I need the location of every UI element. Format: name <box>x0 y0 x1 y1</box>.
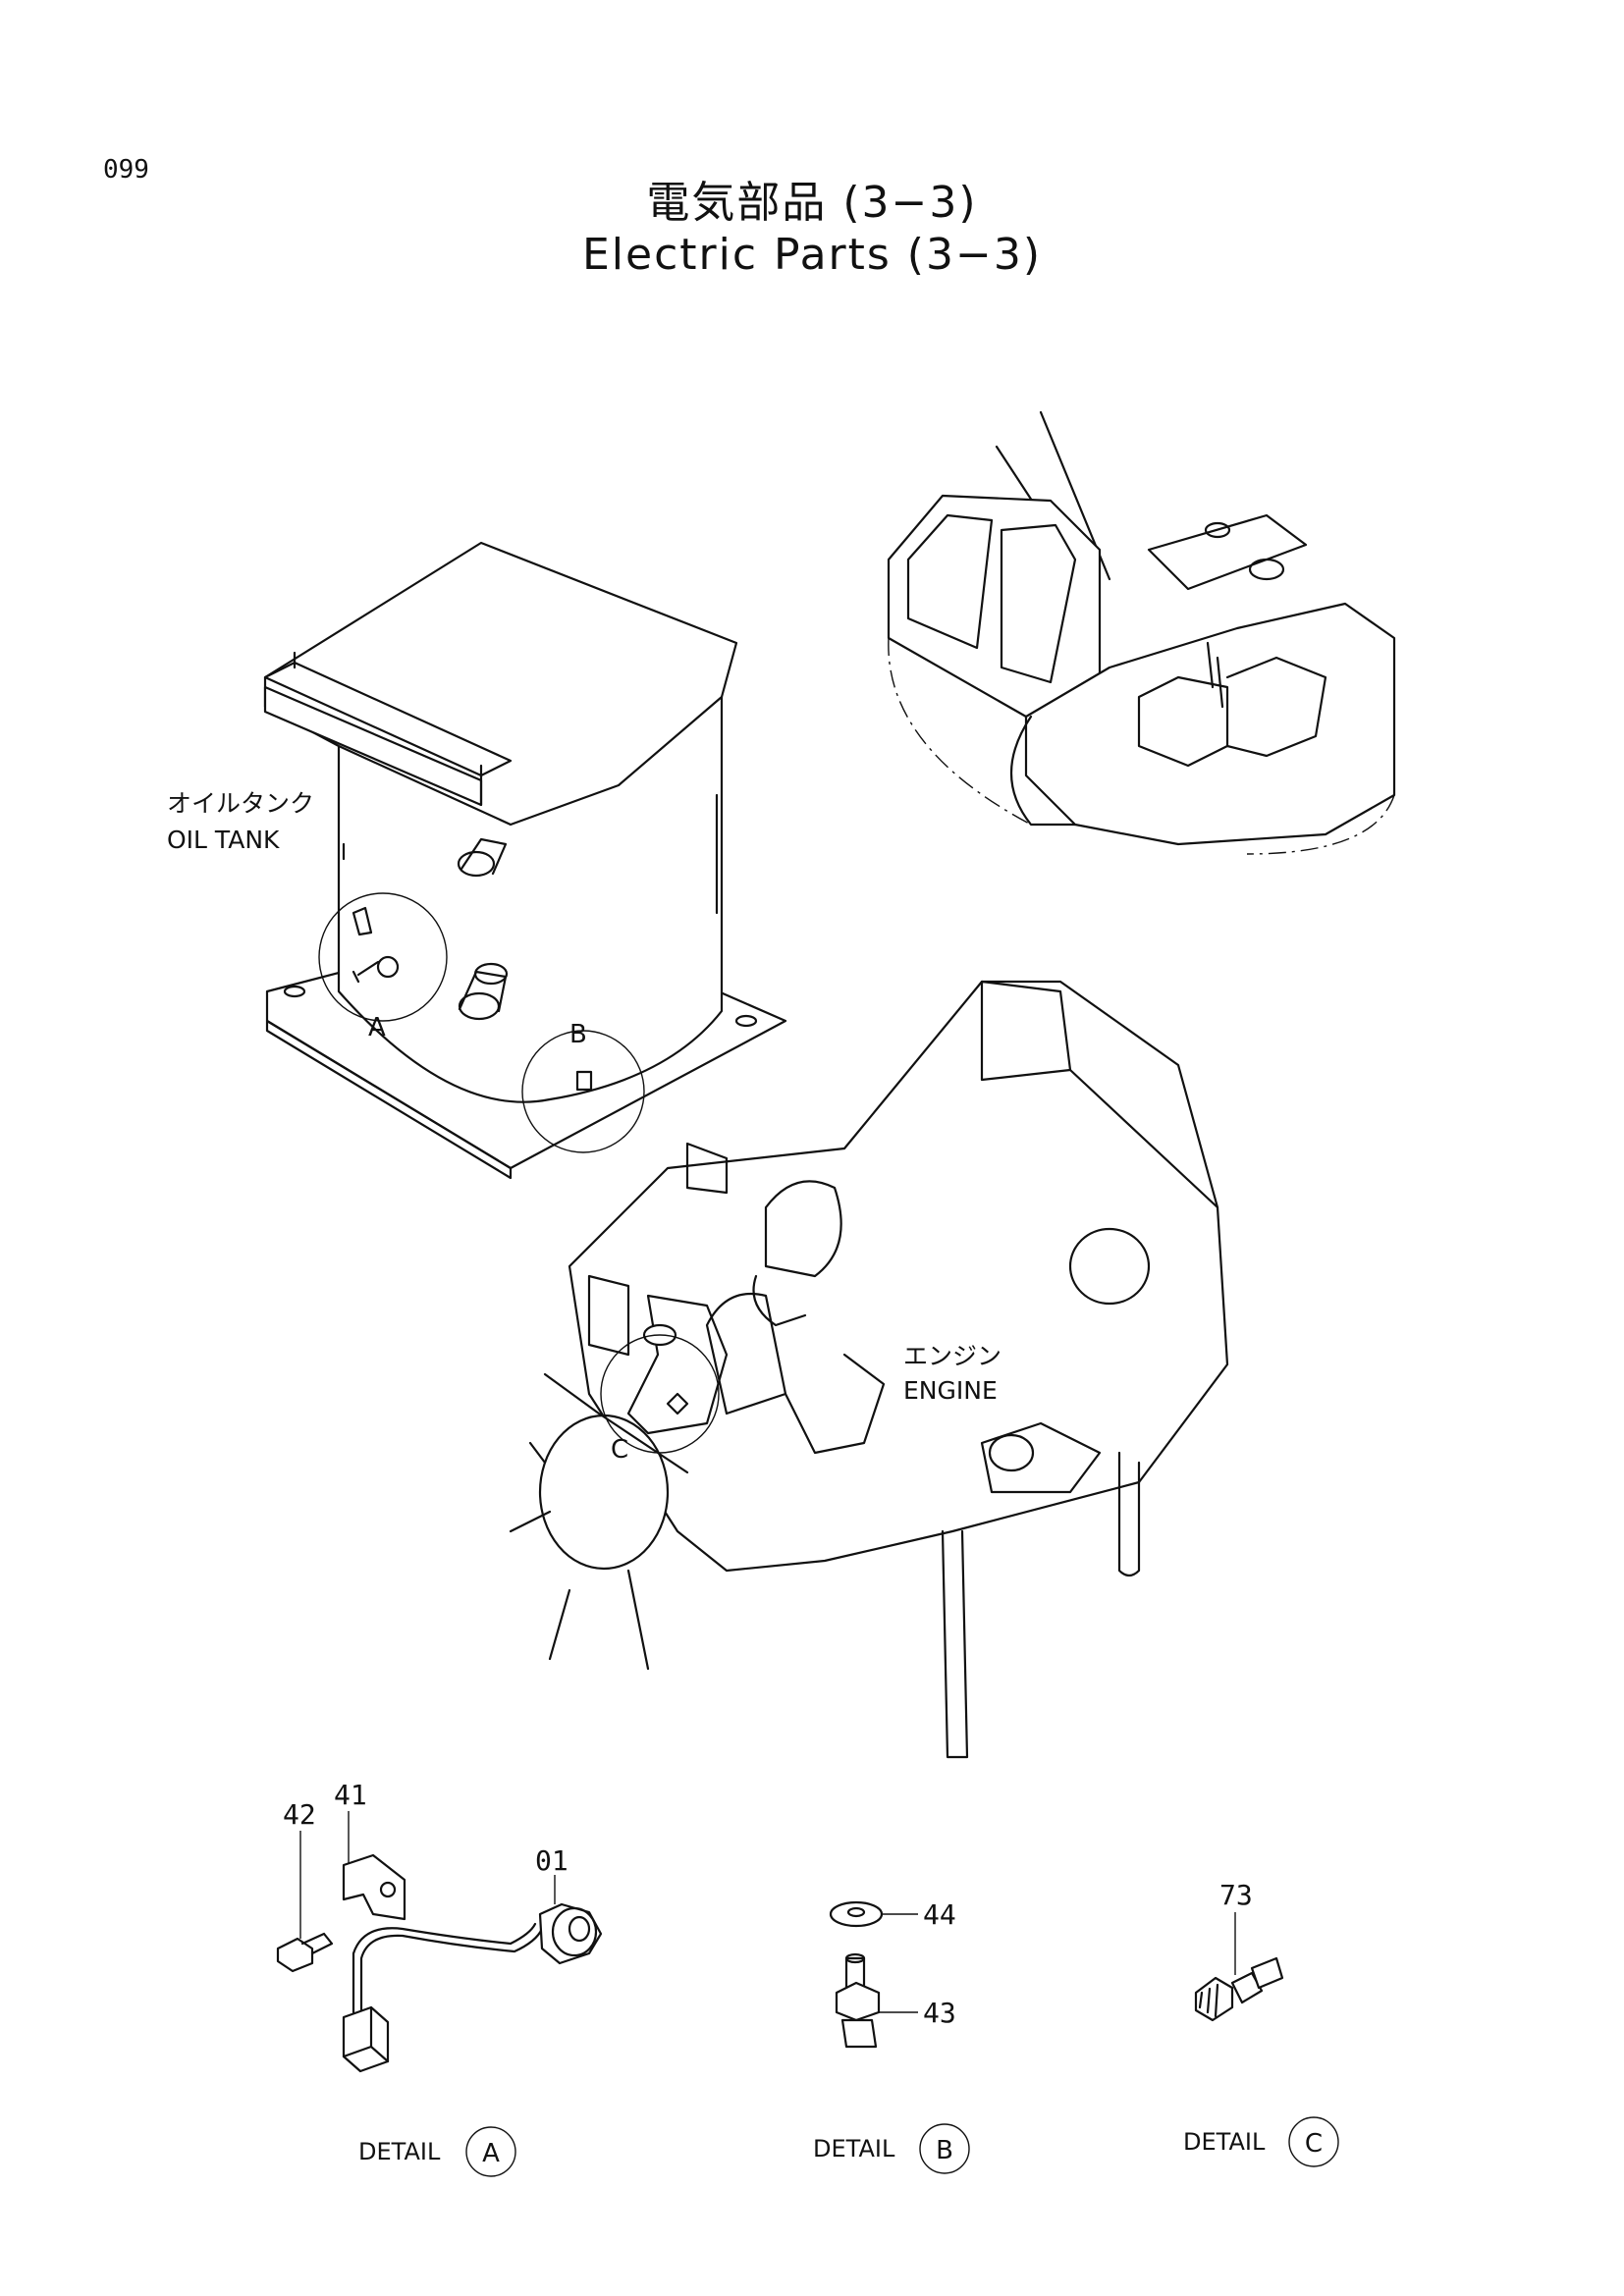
detail-c-label-circle <box>1288 2116 1339 2167</box>
detail-b-label-circle <box>919 2123 970 2174</box>
callout-73: 73 <box>1219 1879 1253 1911</box>
detail-c-circle <box>600 1334 720 1454</box>
page-title-japanese: 電気部品 (3−3) <box>646 178 978 228</box>
oil-tank-label-japanese: オイルタンク <box>167 789 314 818</box>
detail-b-label-letter: B <box>936 2136 953 2165</box>
detail-c-marker: C <box>611 1435 628 1465</box>
callout-41: 41 <box>334 1779 367 1811</box>
detail-a-parts <box>276 1811 603 2073</box>
detail-c-parts <box>1194 1912 1284 2022</box>
detail-a-label: DETAIL <box>358 2138 441 2165</box>
page-number: 099 <box>103 155 149 185</box>
detail-a-label-letter: A <box>482 2139 500 2168</box>
callout-44: 44 <box>923 1898 956 1931</box>
engine-illustration <box>509 980 1229 1759</box>
page-title-english: Electric Parts (3−3) <box>582 230 1042 280</box>
excavator-illustration <box>887 410 1396 855</box>
detail-a-label-circle <box>465 2126 516 2177</box>
detail-c-label: DETAIL <box>1183 2128 1266 2156</box>
detail-b-marker: B <box>569 1020 587 1049</box>
detail-b-parts <box>829 1900 918 2049</box>
detail-a-circle <box>318 892 448 1022</box>
callout-01: 01 <box>535 1844 568 1877</box>
detail-b-label: DETAIL <box>813 2135 895 2163</box>
engine-label-japanese: エンジン <box>903 1342 1001 1370</box>
callout-42: 42 <box>283 1798 316 1831</box>
detail-c-label-letter: C <box>1305 2129 1323 2159</box>
callout-43: 43 <box>923 1997 956 2029</box>
detail-a-marker: A <box>368 1013 386 1042</box>
detail-b-circle <box>521 1030 645 1153</box>
oil-tank-label-english: OIL TANK <box>167 826 280 854</box>
engine-label-english: ENGINE <box>903 1376 998 1405</box>
oil-tank-illustration <box>263 541 787 1180</box>
